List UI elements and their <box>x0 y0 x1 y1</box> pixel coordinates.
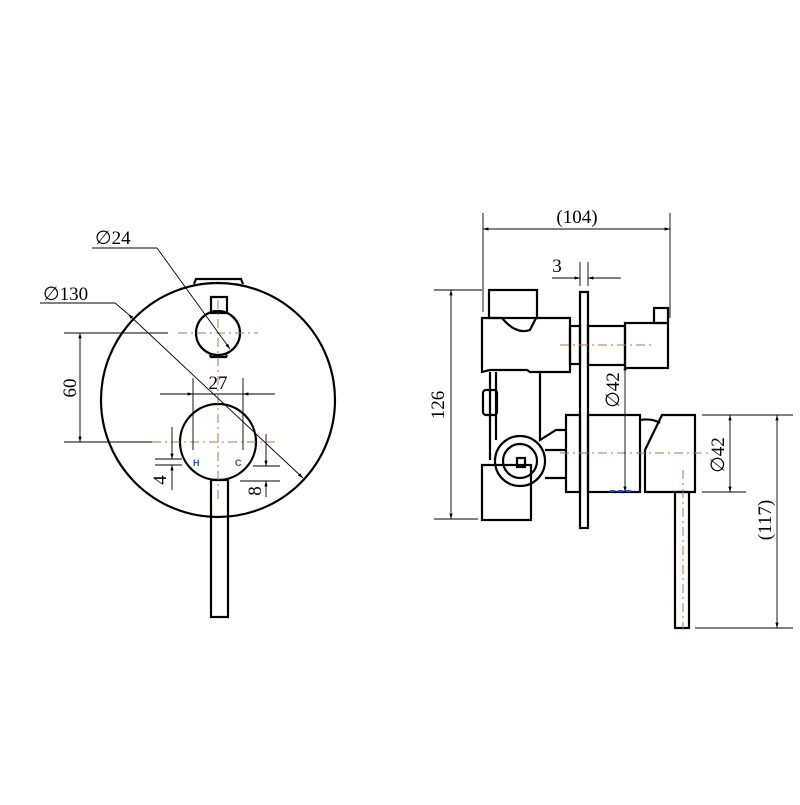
dim-total-depth: (104) <box>556 207 597 228</box>
dim-diverter-diameter-side: ∅42 <box>603 372 624 408</box>
cover-plate <box>99 281 337 519</box>
nut <box>481 388 499 417</box>
front-view: 60 27 4 8 ∅24 ∅130 H C <box>40 228 337 619</box>
dim-offset-left: 4 <box>150 475 171 485</box>
dim-center-distance: 60 <box>60 379 81 398</box>
handle-sleeve <box>586 413 642 494</box>
cartridge-ring <box>493 434 547 488</box>
handle-block <box>643 413 697 494</box>
dim-hc-spacing: 27 <box>209 373 228 394</box>
diverter-pin <box>652 306 670 325</box>
valve-bottom-port <box>480 463 533 522</box>
dim-plate-thickness: 3 <box>552 256 562 277</box>
dim-diverter-diameter: ∅24 <box>95 228 131 249</box>
hot-label: H <box>193 458 200 468</box>
valve-upper-body <box>480 316 572 374</box>
dim-offset-right: 8 <box>245 486 266 496</box>
cover-plate-side <box>578 290 590 530</box>
dim-handle-diameter: ∅42 <box>708 437 729 473</box>
lever <box>209 478 230 619</box>
dim-body-height: 126 <box>428 391 449 420</box>
top-lip <box>192 277 245 285</box>
valve-top-port <box>487 288 539 320</box>
lever-side <box>673 490 691 630</box>
diverter-stem <box>209 295 229 315</box>
dim-outer-diameter: ∅130 <box>43 284 88 305</box>
side-view: (104) 3 126 ∅42 ∅42 (117) <box>428 207 793 630</box>
cold-label: C <box>235 458 242 468</box>
dim-lever-length: (117) <box>755 500 776 540</box>
